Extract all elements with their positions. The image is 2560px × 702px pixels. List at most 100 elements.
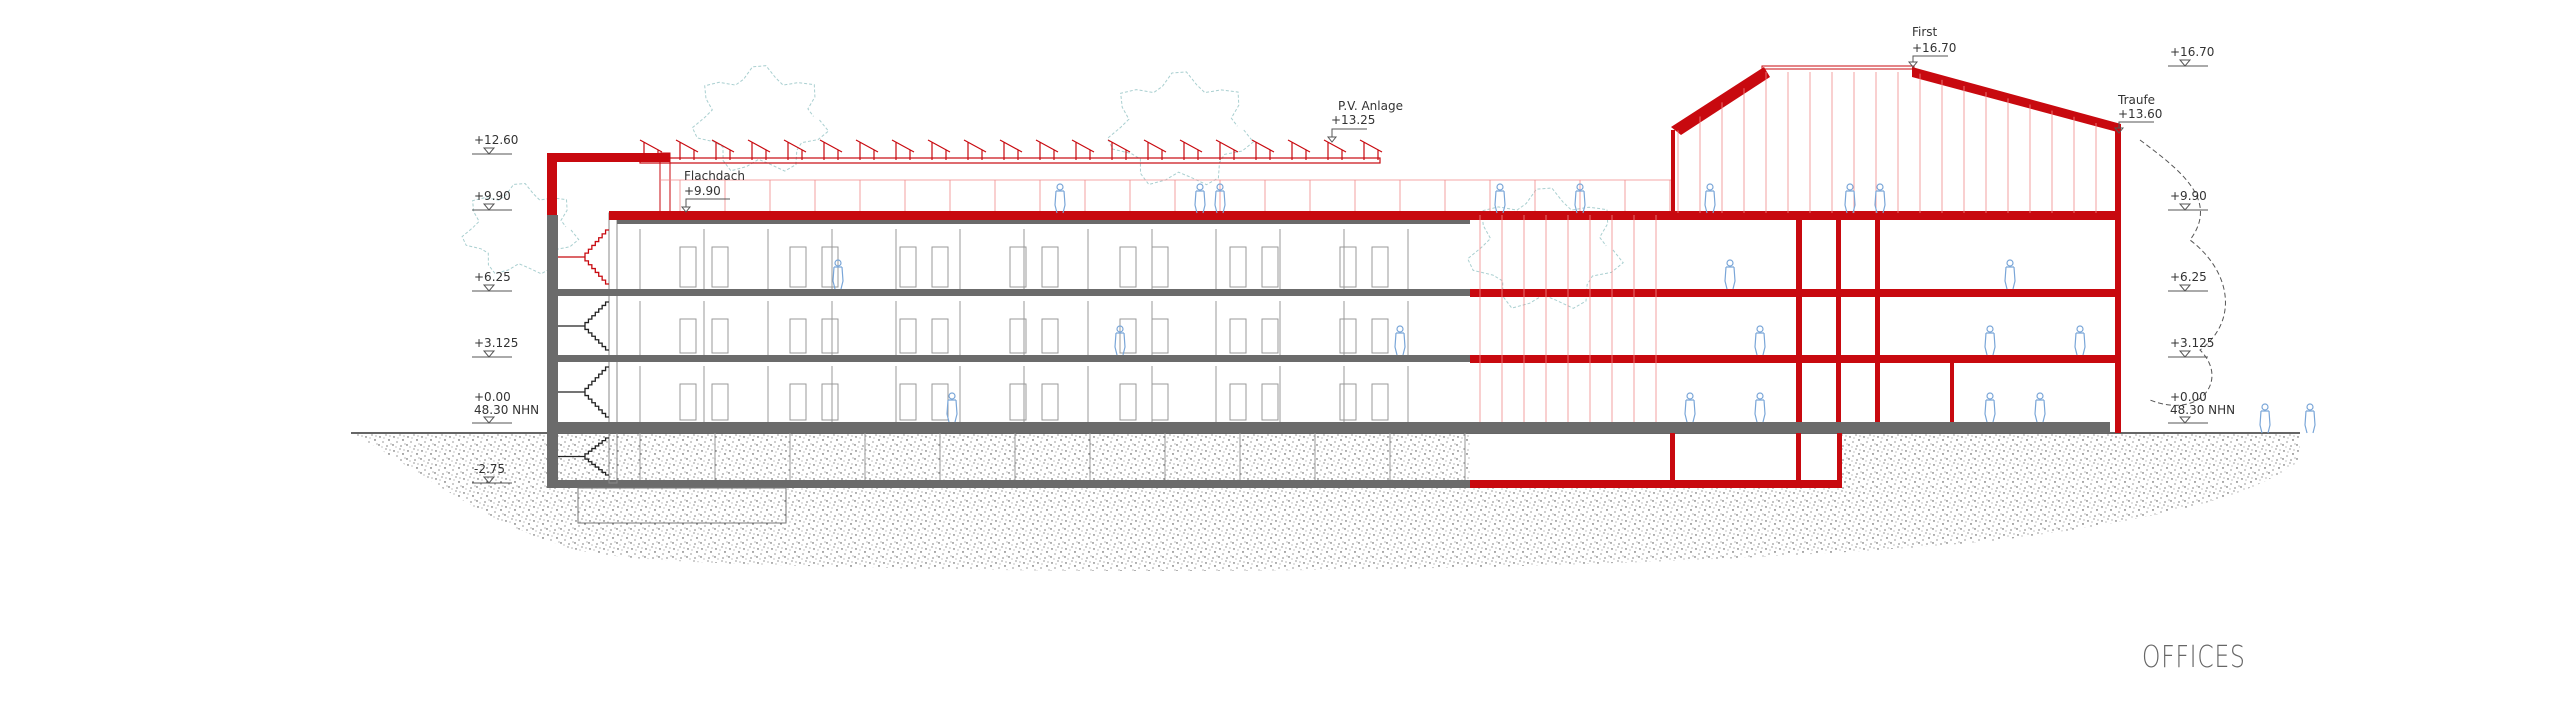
door (1371, 383, 1389, 421)
person-figure-body (1054, 190, 1066, 214)
person-figure (1686, 392, 1694, 400)
level-triangle-icon (2178, 416, 2192, 424)
basement-slab (547, 480, 1470, 488)
person-figure-body (832, 266, 844, 290)
person-figure-body (1724, 266, 1736, 290)
left-level-label: +9.90 (474, 189, 511, 203)
door (821, 383, 839, 421)
person-figure (2261, 403, 2269, 411)
stair-core-wall (547, 215, 558, 488)
door (899, 246, 917, 288)
person-figure-body (1844, 190, 1856, 214)
person-figure-body (1494, 190, 1506, 214)
door (1119, 318, 1137, 354)
person-figure (1846, 183, 1854, 191)
person-figure (1576, 183, 1584, 191)
basement-wall-footing (577, 487, 787, 524)
pv-panel (999, 139, 1023, 160)
pv-panel (855, 139, 879, 160)
door (1009, 246, 1027, 288)
ground-slab (1470, 422, 2110, 433)
stair-flight (584, 229, 609, 257)
person-figure (1706, 183, 1714, 191)
door (1041, 318, 1059, 354)
person-figure-body (1754, 399, 1766, 423)
pv-panel (891, 139, 915, 160)
roof-parapet (547, 153, 670, 162)
door (711, 318, 729, 354)
door (679, 246, 697, 288)
door (789, 318, 807, 354)
drawing-title: OFFICES (2142, 640, 2246, 675)
level-triangle-icon (2178, 284, 2192, 292)
floor-slab (558, 355, 1470, 362)
door (899, 383, 917, 421)
person-figure (1756, 392, 1764, 400)
door (711, 383, 729, 421)
door (931, 246, 949, 288)
person-figure-body (1704, 190, 1716, 214)
person-figure (948, 392, 956, 400)
pv-panel (747, 139, 771, 160)
right-level-nhn: 48.30 NHN (2170, 403, 2235, 417)
person-figure (1056, 183, 1064, 191)
stair-flight (584, 326, 609, 351)
person-figure-body (1984, 399, 1996, 423)
right-level-label: +9.90 (2170, 189, 2207, 203)
annotation-first: First +16.70 (1907, 25, 1956, 68)
pv-value: +13.25 (1331, 113, 1375, 127)
person-figure (2076, 325, 2084, 333)
level-triangle-icon (482, 284, 496, 292)
person-figure-body (1754, 332, 1766, 356)
door (1119, 383, 1137, 421)
stair-flight (584, 257, 609, 285)
person-figure (1116, 325, 1124, 333)
door (1041, 383, 1059, 421)
level-triangle-icon (2178, 350, 2192, 358)
person-figure-body (1574, 190, 1586, 214)
door (679, 318, 697, 354)
person-figure (2306, 403, 2314, 411)
trees-background (461, 65, 2226, 406)
pv-panel (819, 139, 843, 160)
flachdach-value: +9.90 (684, 184, 721, 198)
door (1151, 383, 1169, 421)
door (1339, 383, 1357, 421)
door (1371, 318, 1389, 354)
door (1119, 246, 1137, 288)
pv-panel (783, 139, 807, 160)
person-figure (2036, 392, 2044, 400)
door (821, 318, 839, 354)
gable-roof (1671, 67, 1770, 135)
person-figure-body (1394, 332, 1406, 356)
left-level-label: +0.00 (474, 390, 511, 404)
tree-canopy (691, 65, 830, 172)
person-figure (1216, 183, 1224, 191)
pv-panel (1143, 139, 1167, 160)
person-figure-body (1684, 399, 1696, 423)
door (1339, 318, 1357, 354)
door (1261, 318, 1279, 354)
pv-frame (639, 157, 1381, 164)
annotation-flachdach: Flachdach +9.90 (680, 169, 745, 213)
door (931, 383, 949, 421)
person-figure (1756, 325, 1764, 333)
basement-floor-annex (1470, 480, 1842, 488)
stair-flight (584, 301, 609, 326)
tree-canopy (1106, 71, 1254, 186)
level-triangle-icon (2178, 203, 2192, 211)
level-triangle-icon (482, 476, 496, 484)
left-level-nhn: 48.30 NHN (474, 403, 539, 417)
stair-flight (584, 456, 609, 476)
level-triangle-icon (482, 203, 496, 211)
pv-panel (1251, 139, 1275, 160)
door (1229, 318, 1247, 354)
first-label: First (1912, 25, 1938, 39)
stair-flight (584, 437, 609, 457)
door (1371, 246, 1389, 288)
person-figure-body (1874, 190, 1886, 214)
person-figure-body (2304, 410, 2316, 434)
door (679, 383, 697, 421)
